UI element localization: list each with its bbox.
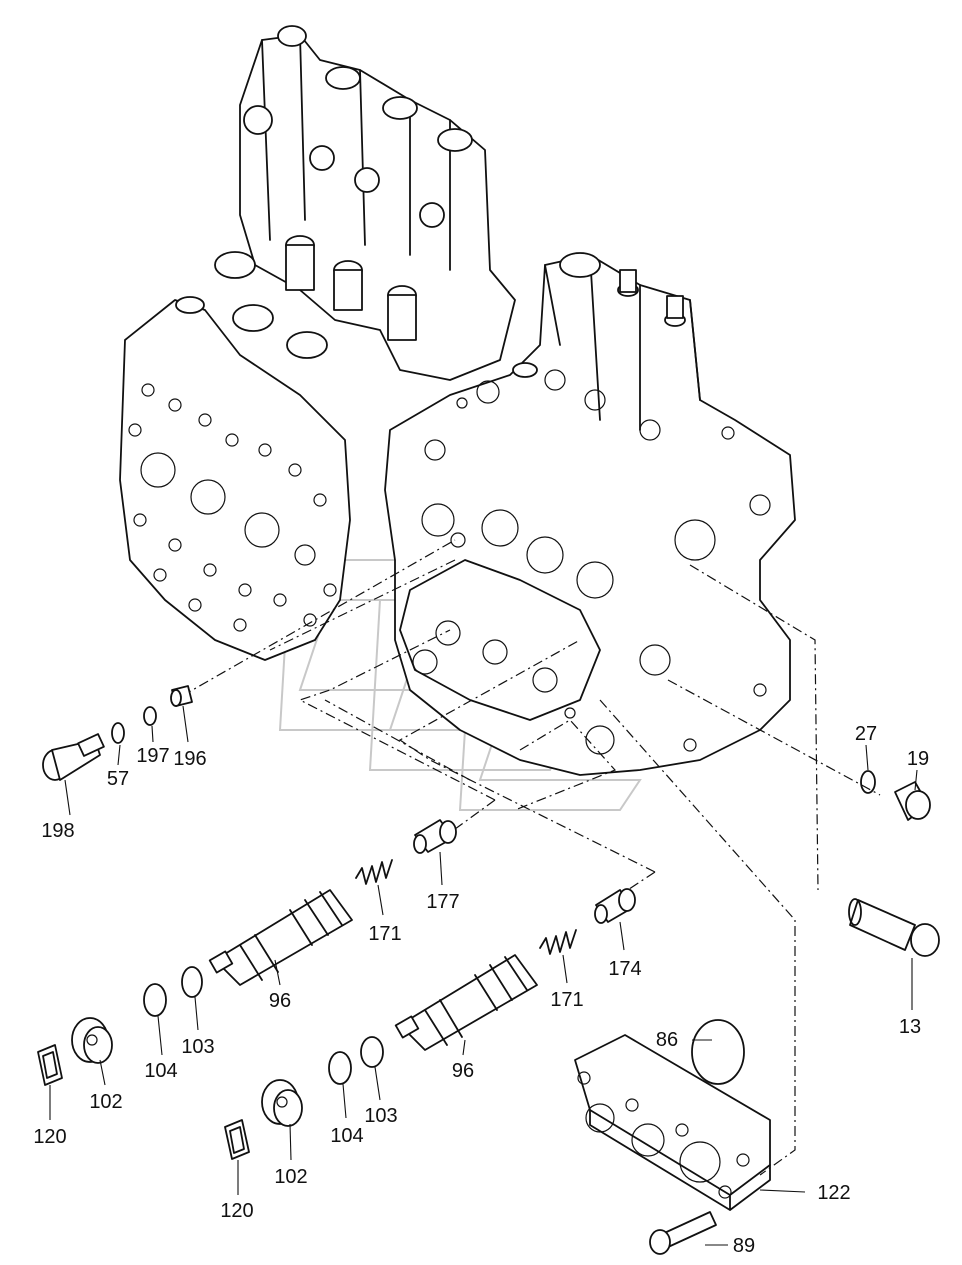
callout-196: 196: [173, 748, 206, 770]
callout-171-upper: 171: [368, 923, 401, 945]
callout-leaders: [49, 705, 918, 1246]
callout-57: 57: [107, 768, 129, 790]
plate-120-lower: [224, 1119, 250, 1160]
plug-19: [894, 781, 931, 821]
callout-103-upper: 103: [181, 1036, 214, 1058]
o-ring-27: [860, 770, 876, 794]
callout-120-lower: 120: [220, 1200, 253, 1222]
callout-197: 197: [136, 745, 169, 767]
plug-198: [42, 733, 105, 781]
spool-96-upper: [208, 889, 353, 986]
washer-104-lower: [328, 1051, 352, 1085]
spring-171-lower: [539, 929, 577, 955]
callout-86: 86: [656, 1029, 678, 1051]
callout-120-upper: 120: [33, 1126, 66, 1148]
plate-120-upper: [37, 1044, 63, 1086]
callout-89: 89: [733, 1235, 755, 1257]
o-ring-57: [111, 722, 125, 744]
plug-102-lower: [261, 1079, 303, 1127]
bolt-89: [649, 1211, 717, 1255]
callout-labels: 198 57 197 196 27 19 177 171 174 171 13 …: [33, 723, 929, 1257]
plug-102-upper: [71, 1017, 113, 1064]
washer-104-upper: [143, 983, 167, 1017]
bushing-196: [170, 685, 193, 707]
cover-122: [574, 1034, 771, 1211]
callout-96-lower: 96: [452, 1060, 474, 1082]
bolt-13: [848, 898, 940, 957]
seat-177: [413, 819, 457, 854]
callout-102-upper: 102: [89, 1091, 122, 1113]
callout-198: 198: [41, 820, 74, 842]
callout-13: 13: [899, 1016, 921, 1038]
callout-171-lower: 171: [550, 989, 583, 1011]
spring-171-upper: [355, 859, 393, 885]
ring-197: [143, 706, 157, 726]
callout-102-lower: 102: [274, 1166, 307, 1188]
control-valve-body: [119, 25, 796, 776]
callout-104-lower: 104: [330, 1125, 363, 1147]
callout-103-lower: 103: [364, 1105, 397, 1127]
callout-27: 27: [855, 723, 877, 745]
callout-96-upper: 96: [269, 990, 291, 1012]
seat-174: [594, 888, 636, 924]
callout-177: 177: [426, 891, 459, 913]
callout-19: 19: [907, 748, 929, 770]
o-ring-86: [691, 1019, 745, 1085]
spool-96-lower: [394, 954, 538, 1051]
callout-122: 122: [817, 1182, 850, 1204]
callout-104-upper: 104: [144, 1060, 177, 1082]
o-ring-103-upper: [181, 966, 203, 998]
callout-174: 174: [608, 958, 641, 980]
o-ring-103-lower: [360, 1036, 384, 1068]
